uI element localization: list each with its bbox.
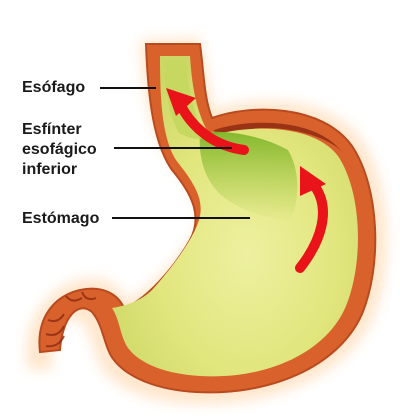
duodenum-ribs xyxy=(45,291,97,348)
label-estomago: Estómago xyxy=(22,210,100,227)
stomach-interior xyxy=(112,56,358,377)
reflux-arrow-upper xyxy=(166,88,249,155)
label-esfinter-line2: esofágico xyxy=(22,141,97,158)
sphincter-region xyxy=(199,131,298,222)
label-esfinter-esofagico-inferior: Esfínter esofágico inferior xyxy=(22,120,97,180)
label-esfinter-line1: Esfínter xyxy=(22,121,82,138)
label-esfinter-line3: inferior xyxy=(22,161,78,178)
reflux-arrow-lower xyxy=(295,166,328,273)
label-esofago: Esófago xyxy=(22,79,86,96)
